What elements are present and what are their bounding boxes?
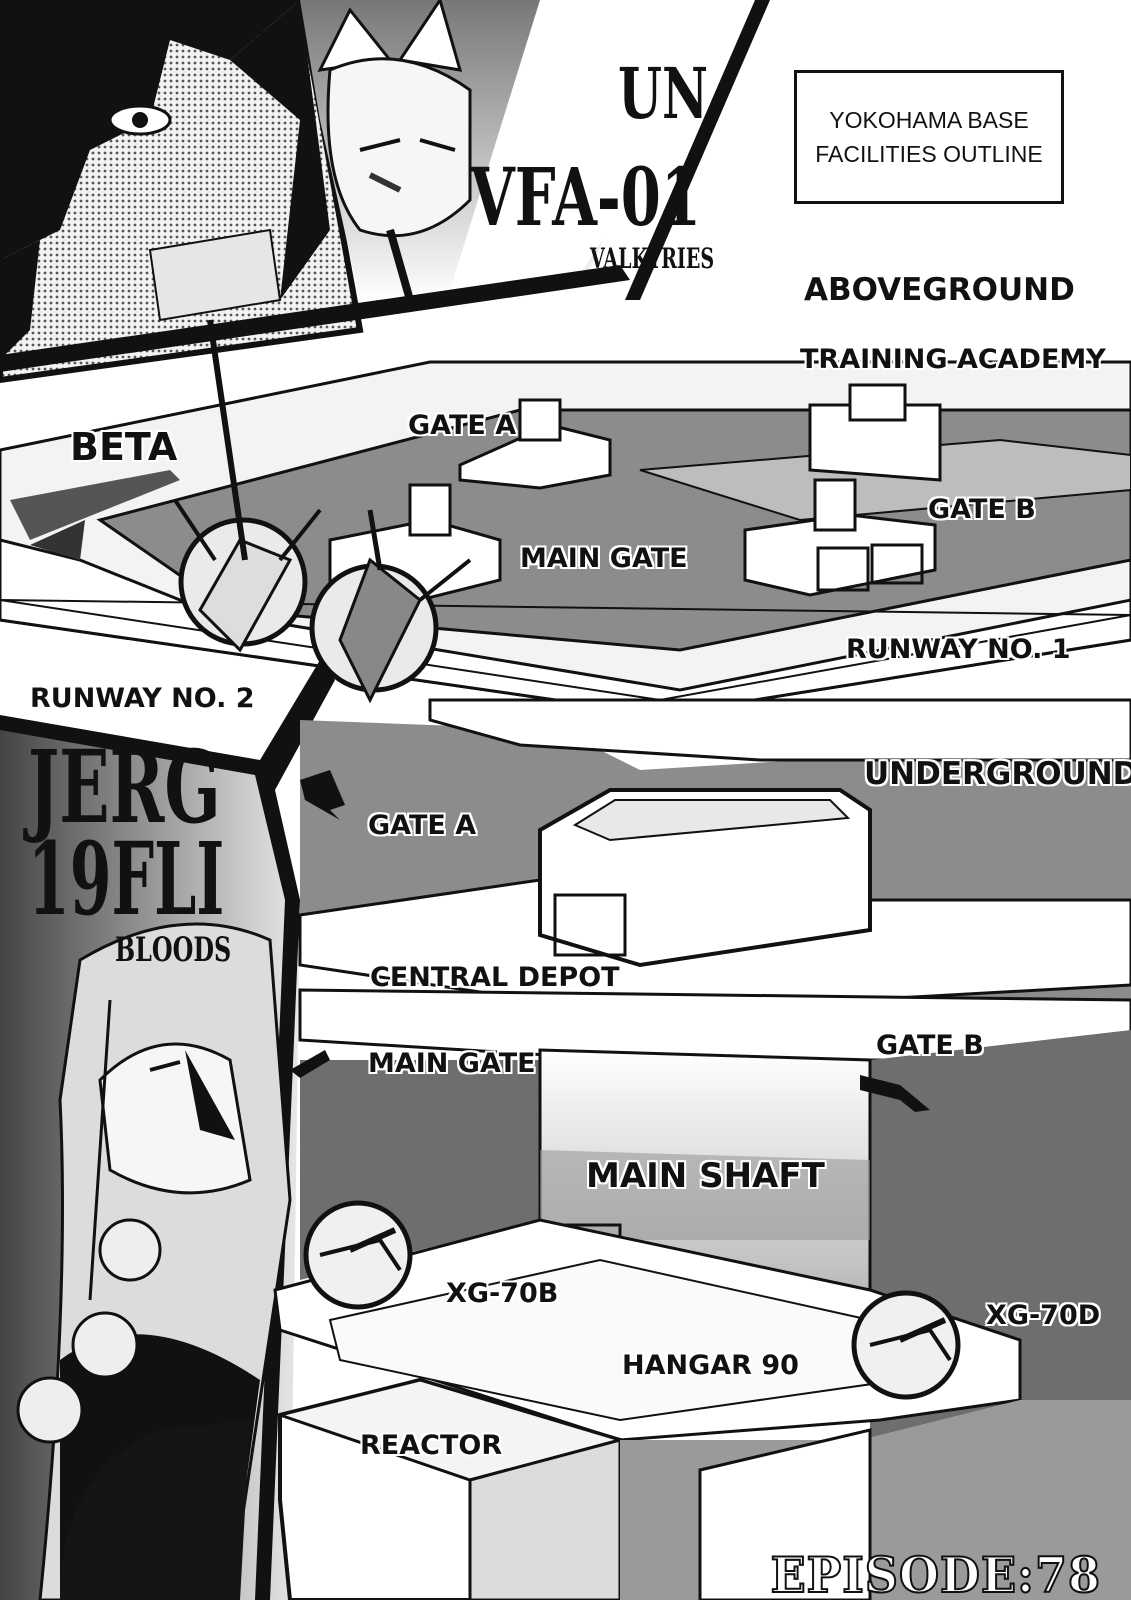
label-main-shaft: MAIN SHAFT bbox=[586, 1156, 825, 1196]
label-gate-b-under: GATE B bbox=[876, 1030, 984, 1061]
label-runway-2: RUNWAY NO. 2 bbox=[30, 683, 255, 714]
label-xg70d: XG-70D bbox=[986, 1300, 1101, 1331]
label-main-gate-above: MAIN GATE bbox=[520, 543, 688, 574]
episode-number: EPISODE:78 bbox=[770, 1546, 1101, 1600]
underground-level bbox=[273, 698, 1131, 1600]
bloods-name-text: BLOODS bbox=[115, 930, 232, 970]
label-gate-a-above: GATE A bbox=[408, 410, 517, 441]
bloods-19fli-text: 19FLI bbox=[28, 820, 225, 938]
aboveground-heading: ABOVEGROUND bbox=[804, 272, 1075, 308]
label-training-academy: TRAINING ACADEMY bbox=[800, 344, 1106, 375]
label-hangar-90: HANGAR 90 bbox=[622, 1350, 799, 1381]
bloods-jerg-text: JERG bbox=[28, 728, 221, 846]
top-character-panel bbox=[0, 0, 770, 384]
label-main-gate-under: MAIN GATE bbox=[368, 1048, 536, 1079]
label-gate-a-under: GATE A bbox=[368, 810, 477, 841]
title-line-1: YOKOHAMA BASE bbox=[829, 107, 1029, 133]
label-beta: BETA bbox=[70, 425, 178, 469]
label-gate-b-above: GATE B bbox=[928, 494, 1036, 525]
facilities-title-box: YOKOHAMA BASE FACILITIES OUTLINE bbox=[794, 70, 1064, 204]
valkyries-vfa-text: VFA-01 bbox=[470, 150, 701, 244]
label-central-depot: CENTRAL DEPOT bbox=[370, 962, 620, 993]
title-line-2: FACILITIES OUTLINE bbox=[815, 141, 1043, 167]
valkyries-name-text: VALKYRIES bbox=[590, 242, 715, 275]
underground-heading: UNDERGROUND bbox=[864, 756, 1131, 792]
aboveground-platform bbox=[0, 319, 1131, 717]
label-reactor: REACTOR bbox=[360, 1430, 503, 1461]
valkyries-un-text: UN bbox=[618, 52, 709, 135]
bloods-panel bbox=[0, 660, 335, 1600]
label-runway-1: RUNWAY NO. 1 bbox=[846, 634, 1071, 665]
label-xg70b: XG-70B bbox=[446, 1278, 559, 1309]
